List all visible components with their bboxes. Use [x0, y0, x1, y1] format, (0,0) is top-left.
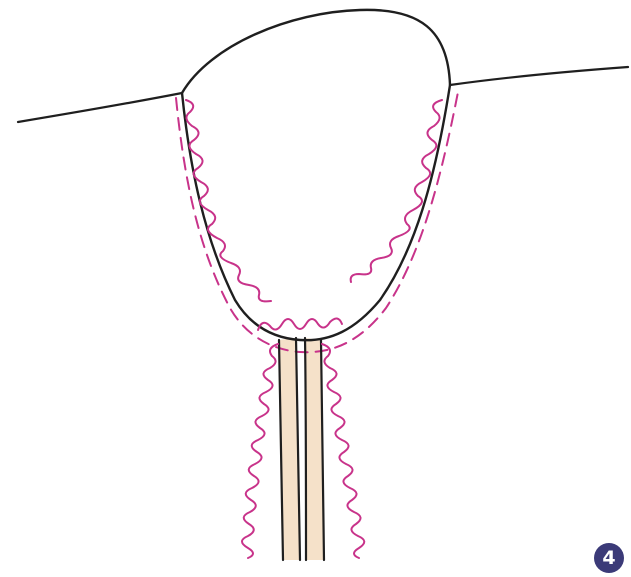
defect-dome-outline	[182, 10, 450, 93]
figure-number-badge: 4	[594, 543, 624, 573]
skin-surface-left	[18, 93, 182, 122]
suture-loops-channel-right	[322, 344, 364, 558]
suture-loops-cavity-floor	[258, 318, 342, 330]
figure-number-label: 4	[602, 549, 615, 568]
graft-channel-fill	[278, 338, 324, 560]
channel-wall-right-inner	[305, 338, 306, 560]
inner-suture-dashed-line	[176, 92, 458, 352]
suture-loops-channel-left	[242, 344, 278, 558]
skin-surface-right	[450, 67, 628, 85]
